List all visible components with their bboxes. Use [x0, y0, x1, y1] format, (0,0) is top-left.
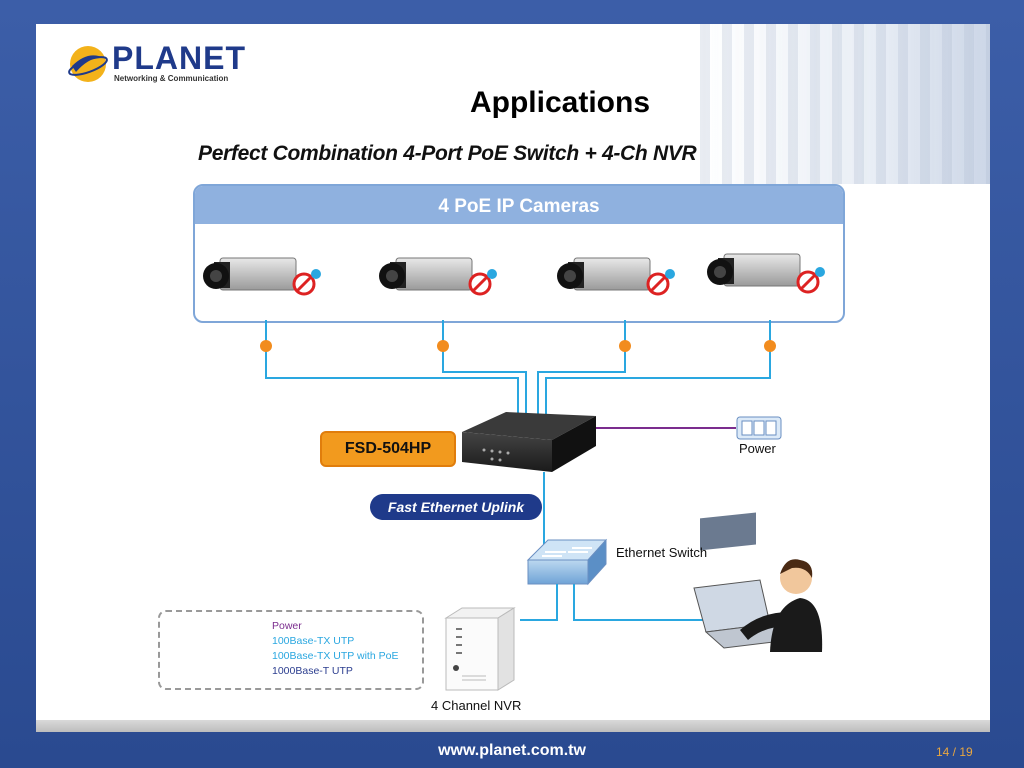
poe-marker-4 — [764, 340, 776, 352]
laptop-user-illustration — [693, 512, 823, 652]
diagram-title: Perfect Combination 4-Port PoE Switch + … — [198, 142, 697, 165]
legend-item-1000base: 1000Base-T UTP — [160, 665, 422, 679]
legend-item-power: Power — [160, 620, 422, 634]
legend-item-100base: 100Base-TX UTP — [160, 635, 422, 649]
legend-label: 100Base-TX UTP — [272, 635, 355, 647]
ethernet-switch-device — [526, 538, 608, 586]
poe-cable-1 — [265, 320, 519, 415]
poe-marker-3 — [619, 340, 631, 352]
poe-cable-group — [265, 320, 771, 415]
planet-logo: PLANET Networking & Communication — [66, 40, 245, 88]
server-rack-decoration — [700, 24, 990, 184]
ip-camera-3 — [557, 257, 675, 296]
logo-tagline: Networking & Communication — [114, 74, 229, 83]
legend-label: Power — [272, 620, 302, 632]
poe-marker-1 — [260, 340, 272, 352]
camera-panel-title: 4 PoE IP Cameras — [195, 186, 843, 224]
ip-camera-1 — [203, 257, 321, 296]
nvr-label: 4 Channel NVR — [431, 698, 522, 713]
power-label: Power — [739, 441, 776, 456]
logo-brand-text: PLANET — [112, 40, 246, 76]
power-outlet-icon — [736, 416, 782, 440]
ip-camera-2 — [379, 257, 497, 296]
poe-cable-4 — [545, 320, 771, 415]
poe-cable-2 — [442, 320, 527, 415]
legend-label: 1000Base-T UTP — [272, 665, 353, 677]
poe-switch-device — [462, 412, 596, 472]
page-title: Applications — [469, 86, 650, 119]
ip-camera-4 — [707, 253, 825, 294]
page-number: 14 / 19 — [936, 745, 973, 759]
footer-url: www.planet.com.tw — [438, 742, 586, 759]
ethernet-switch-label: Ethernet Switch — [616, 545, 708, 560]
poe-cable-3 — [537, 320, 626, 415]
nvr-device — [444, 607, 516, 691]
uplink-badge: Fast Ethernet Uplink — [370, 494, 542, 520]
legend: Power 100Base-TX UTP 100Base-TX UTP with… — [158, 610, 424, 690]
poe-marker-2 — [437, 340, 449, 352]
nvr-cable — [520, 584, 558, 621]
slide-bottom-bar — [36, 720, 990, 732]
legend-item-100base-poe: 100Base-TX UTP with PoE — [160, 650, 422, 664]
laptop-cable — [573, 584, 704, 621]
legend-label: 100Base-TX UTP with PoE — [272, 650, 399, 662]
switch-model-badge: FSD-504HP — [320, 431, 456, 467]
planet-globe-icon — [68, 46, 108, 82]
poe-markers — [260, 340, 776, 352]
